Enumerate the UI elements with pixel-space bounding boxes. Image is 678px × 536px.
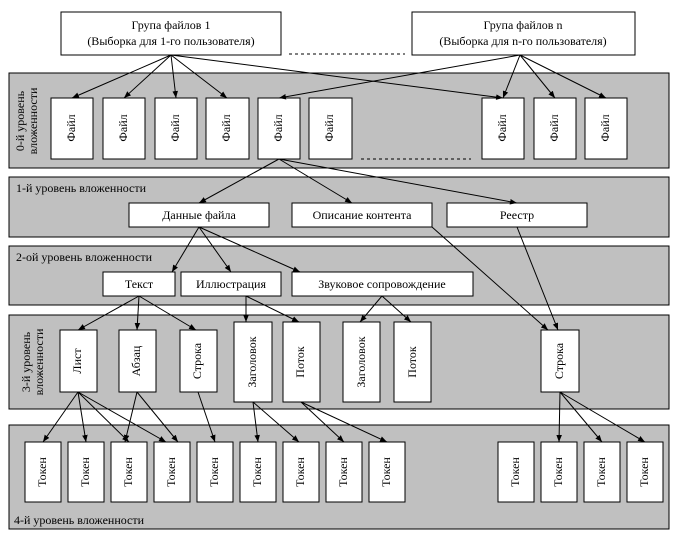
group-1-arrows: [71, 54, 504, 100]
illustration-box: Иллюстрация: [180, 271, 282, 297]
line-box: Строка: [179, 329, 218, 393]
token-box: Токен: [497, 441, 535, 503]
registry-box: Реестр: [446, 202, 588, 228]
svg-text:Токен: Токен: [637, 457, 651, 487]
token-box: Токен: [196, 441, 234, 503]
registry-arrows: [431, 226, 559, 331]
token-box: Токен: [540, 441, 578, 503]
svg-text:Токен: Токен: [379, 457, 393, 487]
svg-text:Токен: Токен: [594, 457, 608, 487]
token-box: Токен: [24, 441, 62, 503]
svg-text:Токен: Токен: [250, 457, 264, 487]
level-1-label: 1-й уровень вложенности: [16, 181, 147, 195]
file-box: Файл: [102, 97, 146, 160]
svg-text:Файл: Файл: [495, 114, 509, 141]
file-box: Файл: [50, 97, 94, 160]
svg-text:Реестр: Реестр: [500, 208, 534, 222]
svg-text:Файл: Файл: [64, 114, 78, 141]
svg-text:Файл: Файл: [168, 114, 182, 141]
sheet-box: Лист: [59, 329, 98, 393]
token-box: Токен: [583, 441, 621, 503]
file-box: Файл: [481, 97, 525, 160]
svg-text:Строка: Строка: [552, 342, 566, 379]
token-box: Токен: [239, 441, 277, 503]
text-box: Текст: [102, 271, 176, 297]
svg-text:Файл: Файл: [219, 114, 233, 141]
level-2-label: 2-ой уровень вложенности: [16, 250, 153, 264]
file-box: Файл: [154, 97, 198, 160]
token-box: Токен: [110, 441, 148, 503]
svg-text:Абзац: Абзац: [129, 345, 143, 376]
svg-text:Данные файла: Данные файла: [162, 208, 236, 222]
line-box: Строка: [540, 329, 580, 393]
file-group-1: Група файлов 1 (Выборка для 1-го пользов…: [60, 11, 282, 56]
svg-text:Лист: Лист: [70, 348, 84, 374]
svg-text:Поток: Поток: [293, 346, 307, 378]
svg-text:Заголовок: Заголовок: [354, 336, 368, 387]
svg-text:Файл: Файл: [547, 114, 561, 141]
svg-text:(Выборка для n-го пользователя: (Выборка для n-го пользователя): [439, 34, 606, 48]
svg-text:Файл: Файл: [322, 114, 336, 141]
svg-text:Токен: Токен: [121, 457, 135, 487]
svg-text:Текст: Текст: [125, 277, 154, 291]
file-box: Файл: [257, 97, 301, 160]
file-group-n: Група файлов n (Выборка для n-го пользов…: [411, 11, 636, 56]
sound-box: Звуковое сопровождение: [291, 271, 474, 297]
paragraph-box: Абзац: [118, 329, 157, 393]
svg-text:Файл: Файл: [271, 114, 285, 141]
svg-text:Токен: Токен: [336, 457, 350, 487]
svg-text:Описание контента: Описание контента: [313, 208, 413, 222]
svg-text:3-й уровень: 3-й уровень: [19, 331, 33, 392]
token-box: Токен: [67, 441, 105, 503]
filedata-to-level2-arrows: [171, 226, 301, 273]
svg-text:Файл: Файл: [598, 114, 612, 141]
svg-text:Токен: Токен: [293, 457, 307, 487]
content-description-box: Описание контента: [291, 202, 433, 228]
svg-text:вложенности: вложенности: [26, 87, 40, 154]
heading-box: Заголовок: [233, 321, 273, 403]
stream-box: Поток: [282, 321, 321, 403]
svg-text:вложенности: вложенности: [32, 328, 46, 395]
heading-box: Заголовок: [342, 321, 381, 403]
token-box: Токен: [325, 441, 363, 503]
svg-text:Токен: Токен: [508, 457, 522, 487]
token-box: Токен: [153, 441, 191, 503]
token-box: Токен: [626, 441, 664, 503]
svg-text:Група файлов n: Група файлов n: [484, 18, 563, 32]
level3-to-tokens-arrows: [42, 391, 646, 443]
token-box: Токен: [282, 441, 320, 503]
svg-text:Токен: Токен: [551, 457, 565, 487]
svg-text:(Выборка для 1-го пользователя: (Выборка для 1-го пользователя): [87, 34, 254, 48]
file-to-level1-arrows: [198, 158, 518, 205]
svg-text:Токен: Токен: [78, 457, 92, 487]
svg-text:Заголовок: Заголовок: [245, 336, 259, 387]
file-box: Файл: [205, 97, 250, 160]
level-3-label: 3-й уровень вложенности: [19, 328, 46, 395]
file-box: Файл: [584, 97, 628, 160]
file-box: Файл: [308, 97, 353, 160]
svg-text:Група файлов 1: Група файлов 1: [132, 18, 211, 32]
file-data-box: Данные файла: [128, 202, 270, 228]
level2-to-level3-arrows: [77, 295, 412, 331]
svg-text:Строка: Строка: [190, 342, 204, 379]
svg-text:Токен: Токен: [164, 457, 178, 487]
token-box: Токен: [368, 441, 406, 503]
svg-text:Токен: Токен: [35, 457, 49, 487]
svg-text:Звуковое сопровождение: Звуковое сопровождение: [318, 277, 445, 291]
level-0-label: 0-й уровень вложенности: [13, 87, 40, 154]
svg-text:Иллюстрация: Иллюстрация: [196, 277, 266, 291]
svg-text:Файл: Файл: [116, 114, 130, 141]
svg-text:Токен: Токен: [207, 457, 221, 487]
svg-text:0-й уровень: 0-й уровень: [13, 90, 27, 151]
stream-box: Поток: [393, 321, 432, 403]
level-4-label: 4-й уровень вложенности: [14, 513, 145, 527]
group-n-arrows: [278, 54, 607, 100]
file-box: Файл: [533, 97, 577, 160]
svg-text:Поток: Поток: [405, 346, 419, 378]
